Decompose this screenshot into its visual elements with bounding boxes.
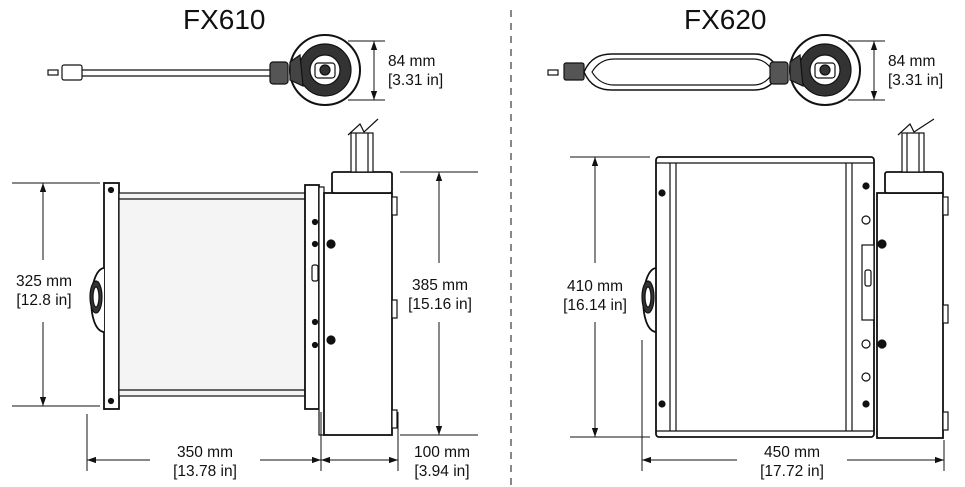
- fx610-cabinet-width-metric: 100 mm: [414, 444, 470, 461]
- fx610-top-view: [47, 34, 361, 106]
- fx610-width-label: 350 mm [13.78 in]: [150, 443, 260, 481]
- fx610-overall-height-imperial: [15.16 in]: [408, 296, 472, 313]
- fx620-depth-metric: 84 mm: [888, 53, 936, 70]
- fx610-height-imperial: [12.8 in]: [16, 292, 72, 309]
- fx610-height-metric: 325 mm: [16, 273, 72, 290]
- fx620-height-metric: 410 mm: [567, 278, 623, 295]
- fx620-depth-label: 84 mm [3.31 in]: [888, 52, 943, 90]
- fx610-cabinet-width-imperial: [3.94 in]: [414, 463, 470, 480]
- fx610-depth-metric: 84 mm: [388, 53, 436, 70]
- fx610-title: FX610: [183, 4, 266, 35]
- fx620-side-view: [641, 118, 949, 439]
- fx620-width-label: 450 mm [17.72 in]: [737, 443, 847, 481]
- fx620-height-label: 410 mm [16.14 in]: [552, 277, 638, 315]
- fx610-height-label: 325 mm [12.8 in]: [4, 272, 84, 310]
- fx620-depth-imperial: [3.31 in]: [888, 72, 944, 89]
- fx620-title: FX620: [684, 4, 767, 35]
- fx620-width-metric: 450 mm: [764, 444, 820, 461]
- fx610-overall-height-label: 385 mm [15.16 in]: [400, 276, 480, 314]
- fx610-width-imperial: [13.78 in]: [173, 463, 237, 480]
- fx620-depth-dimension: [848, 40, 885, 101]
- fx610-overall-height-metric: 385 mm: [412, 277, 468, 294]
- fx620-top-view: [547, 34, 861, 106]
- fx620-height-imperial: [16.14 in]: [563, 297, 627, 314]
- fx610-depth-dimension: [348, 40, 385, 101]
- fx620-width-imperial: [17.72 in]: [760, 463, 824, 480]
- fx610-depth-label: 84 mm [3.31 in]: [388, 52, 443, 90]
- fx610-depth-imperial: [3.31 in]: [388, 72, 444, 89]
- fx610-cabinet-width-label: 100 mm [3.94 in]: [402, 443, 482, 481]
- fx610-side-view: [89, 118, 398, 436]
- fx610-width-metric: 350 mm: [177, 444, 233, 461]
